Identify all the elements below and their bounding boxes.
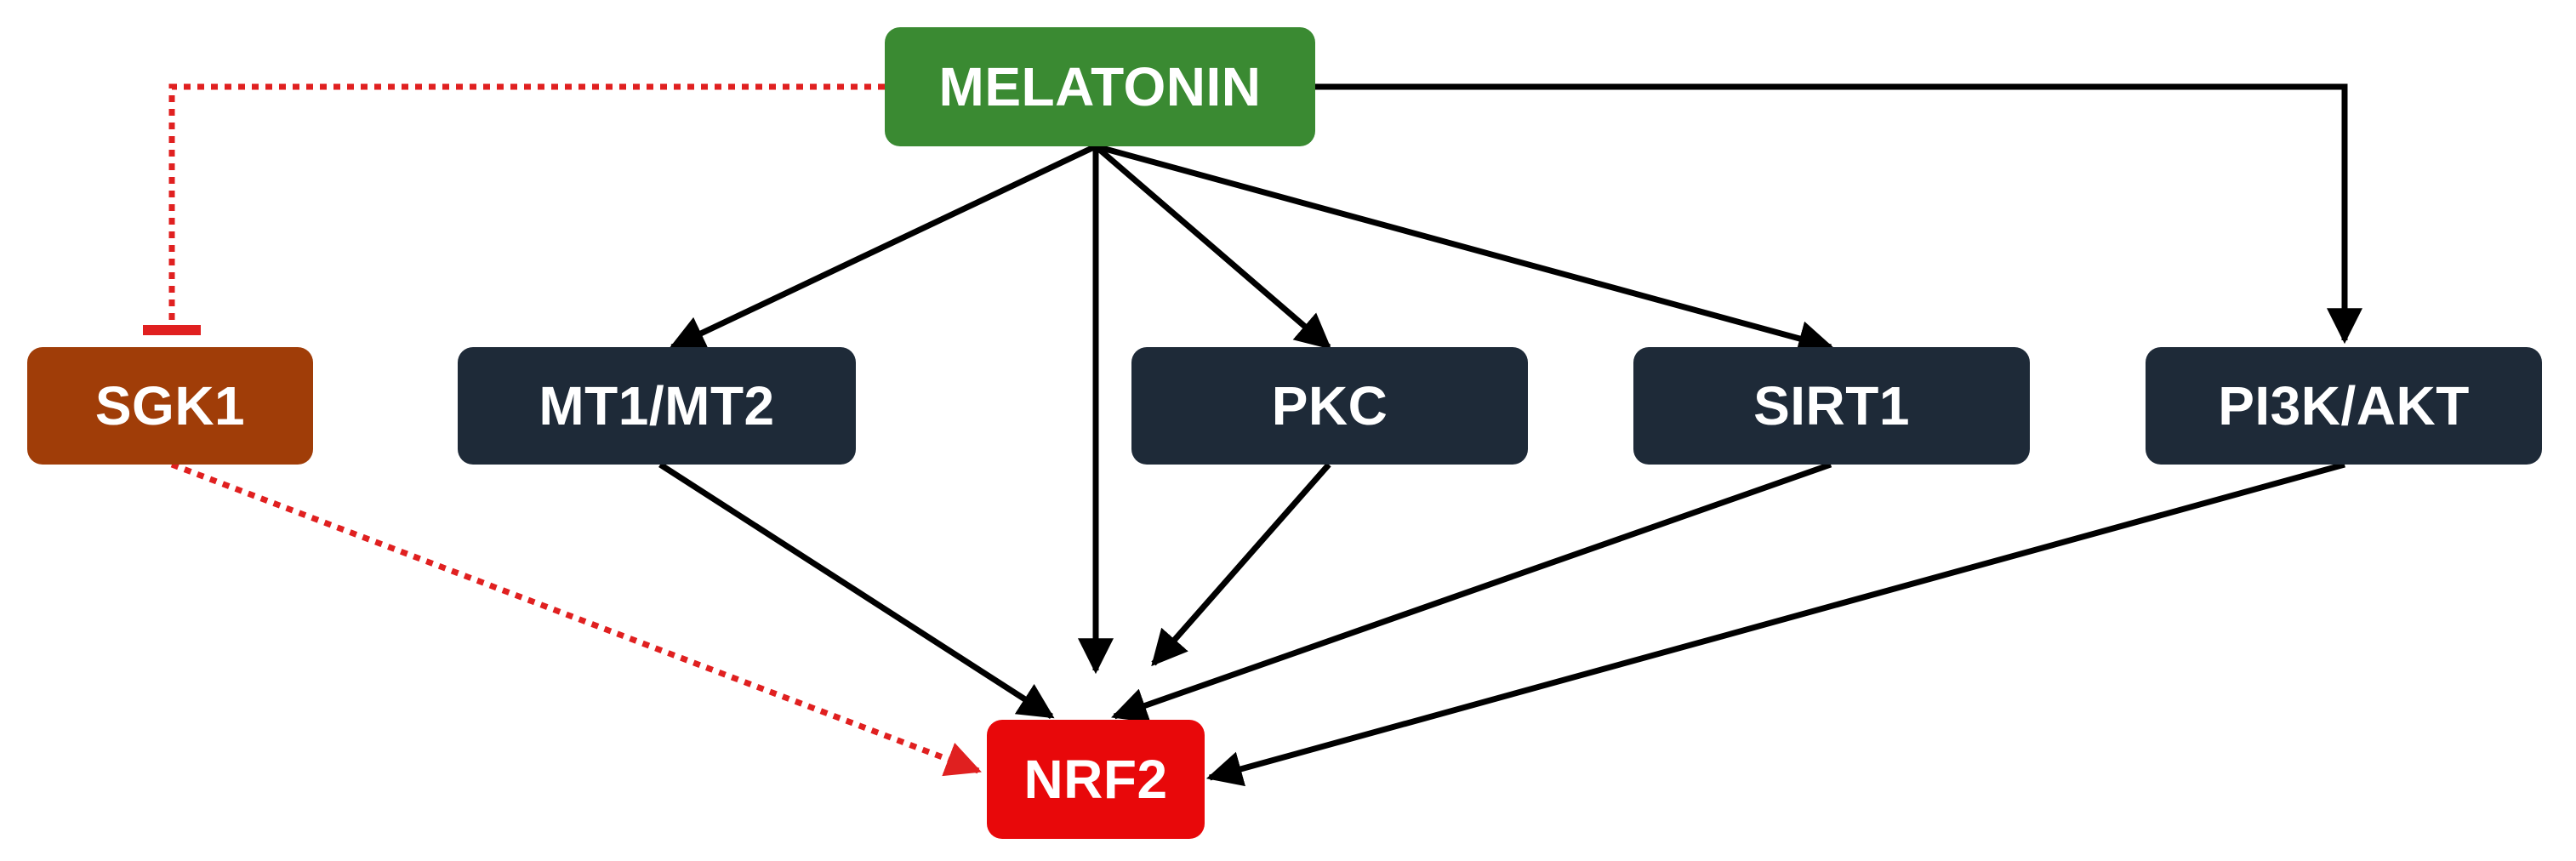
node-mt1-mt2: MT1/MT2 [458,347,856,465]
edge-sirt1-nrf2 [1111,461,1832,723]
node-melatonin-label: MELATONIN [938,56,1262,117]
edge-pkc-nrf2 [1151,462,1331,667]
edge-melatonin-mt [669,143,1097,351]
edge-sgk1-nrf2 [170,461,982,777]
node-mt1-mt2-label: MT1/MT2 [539,375,775,436]
node-pkc-label: PKC [1271,375,1388,436]
node-sirt1: SIRT1 [1633,347,2030,465]
node-nrf2: NRF2 [987,720,1205,839]
edge-mt-nrf2 [658,462,1055,719]
edge-pi3k-nrf2 [1205,461,2345,787]
node-sgk1-label: SGK1 [94,375,246,436]
edge-melatonin-pkc [1093,144,1332,350]
node-pi3k-akt-label: PI3K/AKT [2218,375,2470,436]
node-melatonin: MELATONIN [885,27,1315,146]
node-pkc: PKC [1131,347,1528,465]
edge-melatonin-pi3k [1315,83,2362,345]
node-pi3k-akt: PI3K/AKT [2146,347,2542,465]
node-sgk1: SGK1 [27,347,313,465]
node-nrf2-label: NRF2 [1023,749,1168,810]
edge-melatonin-sirt1 [1095,143,1835,356]
edge-melatonin-sgk1 [168,83,885,330]
node-sirt1-label: SIRT1 [1753,375,1910,436]
